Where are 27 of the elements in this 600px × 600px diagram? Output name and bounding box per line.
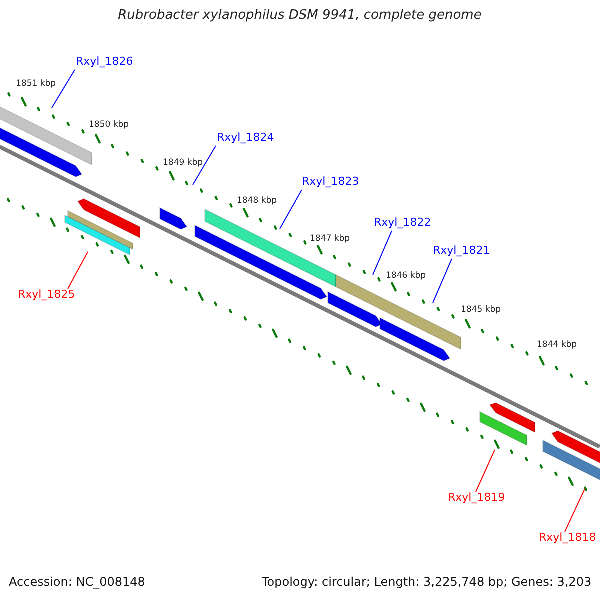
gene-label: Rxyl_1825 [18, 289, 76, 302]
genome-title: Rubrobacter xylanophilus DSM 9941, complete genome [117, 9, 483, 24]
gene-label: Rxyl_1819 [448, 492, 506, 505]
gene-label: Rxyl_1826 [76, 56, 134, 69]
accession-text: Accession: NC_008148 [9, 576, 146, 590]
leader-line [68, 252, 88, 290]
leader-line [372, 230, 392, 276]
tick-label: 1846 kbp [386, 272, 426, 282]
tick-label: 1844 kbp [537, 341, 578, 351]
leader-line [52, 70, 76, 108]
leader-line [280, 190, 302, 230]
tick-label: 1848 kbp [237, 197, 278, 207]
tick-label: 1851 kbp [16, 80, 56, 90]
gene-label: Rxyl_1818 [539, 532, 596, 545]
tick-label: 1845 kbp [461, 306, 502, 316]
leader-line [432, 258, 452, 304]
gene-label: Rxyl_1823 [302, 176, 360, 189]
leader-line [192, 146, 216, 186]
tick-label: 1847 kbp [310, 235, 350, 245]
gene-label: Rxyl_1822 [374, 217, 432, 230]
leader-line [476, 450, 496, 492]
tick-label: 1850 kbp [89, 121, 130, 131]
tick-label: 1849 kbp [163, 159, 204, 169]
leader-line [564, 488, 586, 532]
genome-summary-text: Topology: circular; Length: 3,225,748 bp; Genes: 3,203 [262, 576, 592, 590]
gene-label: Rxyl_1821 [433, 245, 490, 258]
gene-label: Rxyl_1824 [217, 132, 274, 145]
